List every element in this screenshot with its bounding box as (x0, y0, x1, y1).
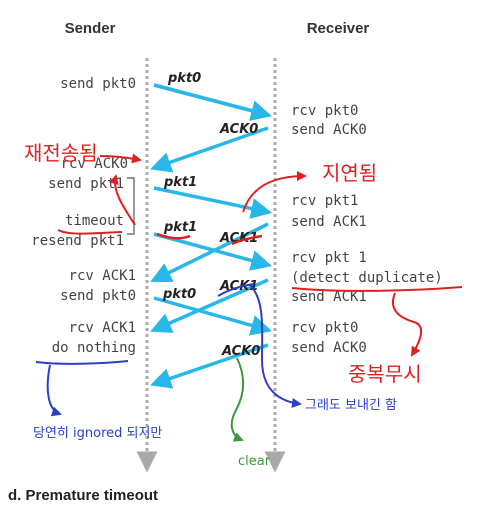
sender-event-rcv-ack0: rcv ACK0 (61, 156, 128, 172)
msg-arrow-pkt0-2 (153, 296, 273, 336)
annotation-retransmitted: 재전송됨 (24, 141, 98, 165)
sender-event-do-nothing: do nothing (52, 340, 136, 356)
label-ack1: ACK1 (219, 231, 258, 246)
sender-header: Sender (65, 20, 116, 37)
receiver-event-send-ack0: send ACK0 (291, 122, 367, 138)
sender-event-send-pkt0: send pkt0 (60, 76, 136, 92)
timeout-bracket (127, 177, 135, 235)
red-underline-pkt1 (156, 232, 191, 240)
receiver-event-send-ack0-2: send ACK0 (291, 340, 367, 356)
red-arrow-delayed (242, 171, 307, 213)
label-ack0: ACK0 (219, 122, 258, 137)
label-pkt1-resend: pkt1 (163, 220, 197, 235)
msg-arrow-ack1-dup (150, 278, 269, 333)
receiver-event-rcv-pkt0-2: rcv pkt0 (291, 320, 358, 336)
annotation-clear: clear (238, 454, 271, 469)
red-arrow-timeout (109, 174, 136, 226)
red-arrow-ignore (392, 292, 423, 357)
sender-event-resend-pkt1: resend pkt1 (31, 233, 124, 249)
msg-arrow-ack0 (150, 126, 269, 173)
receiver-event-rcv-pkt0: rcv pkt0 (291, 103, 358, 119)
receiver-event-send-ack1-2: send ACK1 (291, 289, 367, 305)
label-pkt0-2: pkt0 (162, 287, 196, 302)
label-ack0-2: ACK0 (221, 344, 260, 359)
annotation-ignored-naturally: 당연히 ignored 되지만 (33, 426, 162, 441)
sender-event-timeout: timeout (65, 213, 124, 229)
blue-arrow-sent-anyway (249, 284, 302, 408)
msg-arrow-ack0-2 (150, 343, 269, 389)
red-underline-duplicate (291, 286, 463, 292)
blue-arrow-ignored (46, 364, 62, 417)
label-pkt0: pkt0 (167, 71, 201, 86)
receiver-event-send-ack1: send ACK1 (291, 214, 367, 230)
red-underline-timeout (57, 229, 123, 235)
receiver-event-rcv-pkt1: rcv pkt1 (291, 193, 358, 209)
annotation-delayed: 지연됨 (322, 161, 377, 185)
annotation-sent-anyway: 그래도 보내긴 함 (305, 398, 397, 413)
sender-event-rcv-ack1: rcv ACK1 (69, 268, 136, 284)
red-arrow-retransmitted (99, 153, 142, 164)
figure-caption: d. Premature timeout (8, 487, 158, 504)
red-underline-ack1 (231, 234, 263, 246)
blue-underline-do-nothing (35, 360, 129, 365)
sender-event-send-pkt0-2: send pkt0 (60, 288, 136, 304)
label-pkt1: pkt1 (163, 175, 197, 190)
sender-event-rcv-ack1-2: rcv ACK1 (69, 320, 136, 336)
msg-arrow-pkt1 (153, 186, 273, 219)
sender-event-send-pkt1: send pkt1 (48, 176, 124, 192)
green-arrow-clear (230, 357, 245, 442)
receiver-event-rcv-pkt1-dup: rcv pkt 1 (291, 250, 367, 266)
receiver-header: Receiver (307, 20, 370, 37)
annotation-ignore-duplicate: 중복무시 (348, 362, 422, 386)
receiver-event-detect-duplicate: (detect duplicate) (291, 270, 443, 286)
msg-arrow-ack1 (150, 222, 269, 283)
